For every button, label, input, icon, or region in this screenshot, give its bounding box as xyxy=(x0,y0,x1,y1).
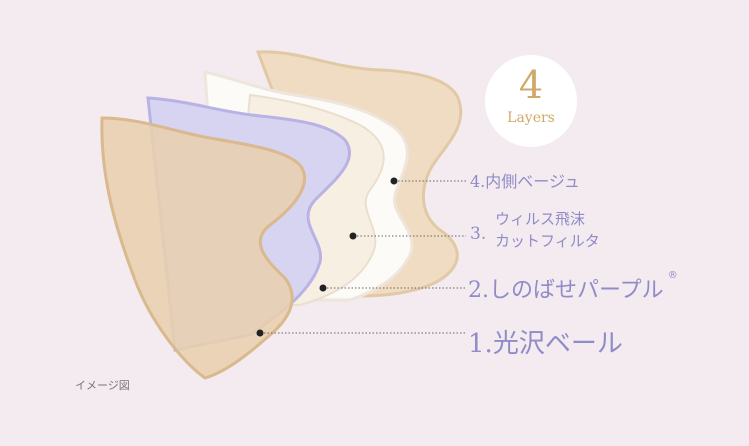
layer-4-text: 内側ベージュ xyxy=(485,172,580,191)
leader-dot-2 xyxy=(319,284,327,292)
leader-lines xyxy=(256,177,466,337)
layer-1-shape xyxy=(100,116,307,380)
layer-3-text-line2: カットフィルタ xyxy=(495,232,600,250)
leader-dot-1 xyxy=(256,329,264,337)
layer-4-label: 4.内側ベージュ xyxy=(470,168,580,192)
leader-dot-3 xyxy=(349,232,357,240)
layer-4-number: 4. xyxy=(470,172,486,191)
image-caption: イメージ図 xyxy=(75,379,130,392)
layer-2-text: しのばせパープル xyxy=(489,278,664,303)
badge-number: 4 xyxy=(518,63,544,107)
layer-2-label: 2.しのばせパープル® xyxy=(468,270,678,304)
badge-word: Layers xyxy=(507,110,555,126)
layer-3-text-line1: ウィルス飛沫 xyxy=(495,210,586,228)
registered-mark: ® xyxy=(667,270,678,281)
layer-2-number: 2. xyxy=(468,278,489,303)
layer-1-number: 1. xyxy=(468,329,493,359)
layer-1-label: 1.光沢ベール xyxy=(468,323,623,360)
layers-badge: 4 Layers xyxy=(485,55,577,147)
layer-3-number: 3. xyxy=(470,224,487,244)
leader-dot-4 xyxy=(390,177,398,185)
layer-1-text: 光沢ベール xyxy=(492,329,623,359)
